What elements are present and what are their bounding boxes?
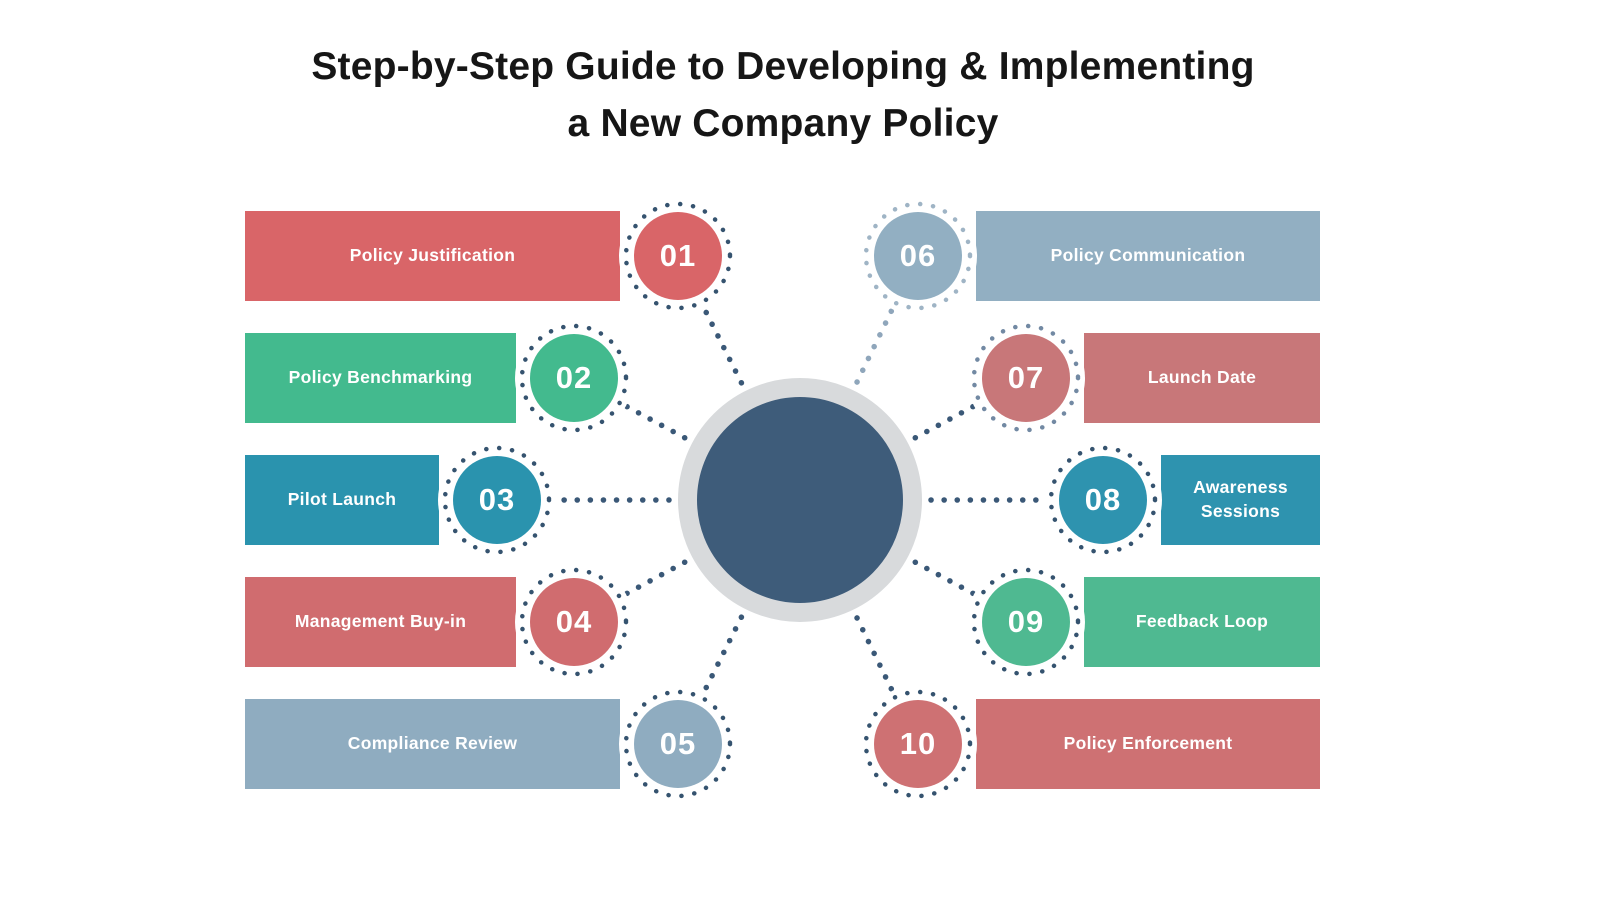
central-hub-circle	[678, 378, 922, 622]
dotted-ring-05	[623, 689, 733, 799]
step-circle-02: 02	[530, 334, 618, 422]
step-number-05: 05	[659, 726, 697, 761]
step-circle-09: 09	[982, 578, 1070, 666]
step-bar-06: Policy Communication	[976, 211, 1320, 301]
dotted-ring-04	[519, 567, 629, 677]
step-circle-01: 01	[634, 212, 722, 300]
step-label-07: Launch Date	[1147, 367, 1257, 388]
step-bar-09: Feedback Loop	[1084, 577, 1320, 667]
step-bar-08: Awareness Sessions	[1161, 455, 1320, 545]
step-bar-03: Pilot Launch	[245, 455, 439, 545]
step-circle-04: 04	[530, 578, 618, 666]
step-number-01: 01	[659, 238, 697, 273]
step-number-02: 02	[555, 360, 593, 395]
dotted-ring-03	[442, 445, 552, 555]
dotted-ring-10	[863, 689, 973, 799]
dotted-ring-07	[971, 323, 1081, 433]
step-number-03: 03	[478, 482, 516, 517]
title-line-2: a New Company Policy	[567, 102, 999, 145]
step-circle-06: 06	[874, 212, 962, 300]
step-bar-05: Compliance Review	[245, 699, 620, 789]
step-label-09: Feedback Loop	[1135, 611, 1269, 632]
step-circle-08: 08	[1059, 456, 1147, 544]
step-number-09: 09	[1007, 604, 1045, 639]
step-number-08: 08	[1084, 482, 1122, 517]
dotted-ring-09	[971, 567, 1081, 677]
step-circle-07: 07	[982, 334, 1070, 422]
step-circle-03: 03	[453, 456, 541, 544]
step-number-07: 07	[1007, 360, 1045, 395]
connector-line-04	[571, 497, 803, 625]
dotted-ring-08	[1048, 445, 1158, 555]
step-label-03: Pilot Launch	[287, 489, 397, 510]
step-label-06: Policy Communication	[1050, 245, 1246, 266]
step-label-01: Policy Justification	[349, 245, 516, 266]
page-title: Step-by-Step Guide to Developing & Imple…	[0, 38, 1566, 152]
step-bar-02: Policy Benchmarking	[245, 333, 516, 423]
step-label-02: Policy Benchmarking	[288, 367, 473, 388]
step-label-10: Policy Enforcement	[1063, 733, 1233, 754]
step-label-05: Compliance Review	[347, 733, 518, 754]
step-label-04: Management Buy-in	[294, 611, 467, 632]
dotted-ring-02	[519, 323, 629, 433]
step-bar-01: Policy Justification	[245, 211, 620, 301]
dotted-ring-06	[863, 201, 973, 311]
title-line-1: Step-by-Step Guide to Developing & Imple…	[311, 45, 1255, 88]
step-bar-07: Launch Date	[1084, 333, 1320, 423]
step-circle-10: 10	[874, 700, 962, 788]
step-bar-10: Policy Enforcement	[976, 699, 1320, 789]
connector-line-09	[797, 497, 1029, 625]
step-number-06: 06	[899, 238, 937, 273]
step-number-04: 04	[555, 604, 593, 639]
step-bar-04: Management Buy-in	[245, 577, 516, 667]
connector-line-02	[571, 375, 803, 503]
step-label-08: Awareness Sessions	[1193, 477, 1288, 521]
dotted-ring-01	[623, 201, 733, 311]
step-circle-05: 05	[634, 700, 722, 788]
connector-line-07	[797, 375, 1029, 503]
step-number-10: 10	[899, 726, 937, 761]
